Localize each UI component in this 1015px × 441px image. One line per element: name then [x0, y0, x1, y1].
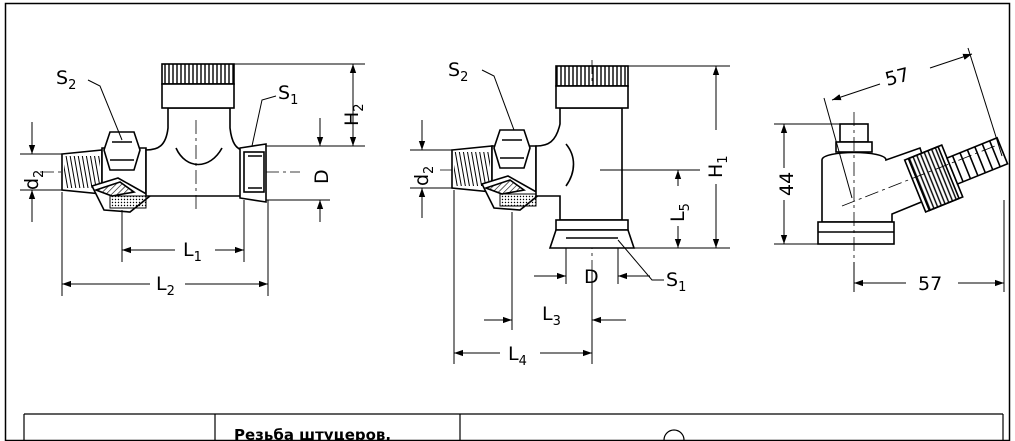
label-l5: L — [667, 211, 689, 222]
dim-57-bottom: 57 — [918, 273, 942, 295]
view2-labels: S2 d2 H1 L5 D S1 L3 L4 — [411, 59, 731, 369]
label-s1-sub: 1 — [290, 93, 298, 108]
label-s2: S — [56, 67, 68, 89]
valve-view-straight — [40, 63, 300, 213]
label-h1-sub: 1 — [716, 155, 731, 163]
svg-text:H2: H2 — [341, 103, 367, 126]
label-l2: L — [156, 273, 167, 295]
svg-text:d2: d2 — [411, 166, 437, 186]
svg-text:L1: L1 — [183, 239, 202, 265]
svg-text:L2: L2 — [156, 273, 175, 299]
view1-labels: S2 S1 d2 D H2 L1 L2 — [21, 67, 367, 299]
svg-text:S2: S2 — [56, 67, 76, 93]
label-l1-sub: 1 — [194, 250, 202, 265]
valve-view-connector — [817, 112, 1009, 262]
label-l4-sub: 4 — [519, 354, 527, 369]
label-l3: L — [542, 303, 553, 325]
label-s2-sub: 2 — [68, 78, 76, 93]
label-d2-sub: 2 — [32, 170, 47, 178]
svg-text:L4: L4 — [508, 343, 527, 369]
svg-text:L3: L3 — [542, 303, 561, 329]
svg-text:S1: S1 — [666, 269, 686, 295]
valve-view-angle — [440, 60, 636, 270]
spec-table — [23, 413, 1004, 441]
label-h2-sub: 2 — [352, 103, 367, 111]
label-l3-sub: 3 — [553, 314, 561, 329]
dim-57-top: 57 — [883, 64, 912, 91]
label-l4: L — [508, 343, 519, 365]
label-s1: S — [278, 82, 290, 104]
svg-text:S1: S1 — [278, 82, 298, 108]
label-s1-sub: 1 — [678, 280, 686, 295]
svg-text:d2: d2 — [21, 170, 47, 190]
label-D: D — [311, 169, 333, 184]
label-l1: L — [183, 239, 194, 261]
label-s2: S — [448, 59, 460, 81]
table-header-thread: Резьба штуцеров, — [234, 426, 391, 441]
svg-text:S2: S2 — [448, 59, 468, 85]
label-d2-sub: 2 — [422, 166, 437, 174]
label-d2: d — [21, 178, 43, 190]
label-d2: d — [411, 174, 433, 186]
label-l2-sub: 2 — [167, 284, 175, 299]
svg-text:L5: L5 — [667, 203, 693, 222]
label-h1: H — [705, 164, 727, 178]
label-s1: S — [666, 269, 678, 291]
label-D: D — [584, 266, 599, 288]
label-h2: H — [341, 112, 363, 126]
label-s2-sub: 2 — [460, 70, 468, 85]
label-l5-sub: 5 — [678, 203, 693, 211]
dim-44: 44 — [776, 172, 798, 196]
svg-text:H1: H1 — [705, 155, 731, 178]
